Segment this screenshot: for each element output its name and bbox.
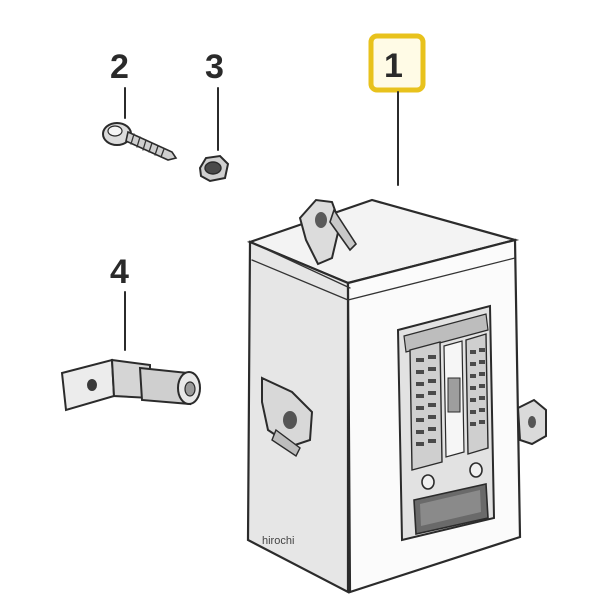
connector-right-pins	[470, 348, 485, 426]
connector-middle-block	[447, 377, 461, 413]
connector-left	[409, 341, 443, 471]
panel-screw-left	[421, 474, 435, 490]
side-mount-hole	[283, 411, 297, 429]
callout-1-label: 1	[384, 47, 403, 85]
bracket-stud-center	[184, 381, 196, 397]
top-mount-clip	[329, 208, 358, 252]
screw-head-top	[107, 125, 123, 137]
label-plate-inner	[420, 490, 481, 526]
part-2-screw: 2	[102, 48, 178, 161]
bracket-hole	[87, 379, 97, 391]
top-mount-tab	[298, 198, 342, 266]
callout-4-label: 4	[110, 253, 129, 291]
top-mount-hole	[315, 212, 327, 228]
connector-panel-header	[403, 313, 489, 353]
part-1-control-unit: 1	[246, 33, 547, 594]
callout-2-label: 2	[110, 48, 129, 86]
box-lid-seam	[251, 257, 516, 301]
panel-screw-right	[469, 462, 483, 478]
right-clip-hole	[528, 416, 536, 428]
connector-left-pins	[416, 355, 436, 446]
screw-threads	[130, 133, 165, 158]
part-4-bracket: 4	[60, 253, 201, 412]
part-3-nut: 3	[198, 48, 230, 183]
callout-3-label: 3	[205, 48, 224, 86]
side-mount-foot	[271, 428, 301, 458]
callout-1-box	[368, 33, 426, 93]
watermark-text: hirochi	[262, 535, 294, 547]
nut-hole	[204, 161, 222, 175]
box-edge-highlight	[267, 249, 351, 289]
